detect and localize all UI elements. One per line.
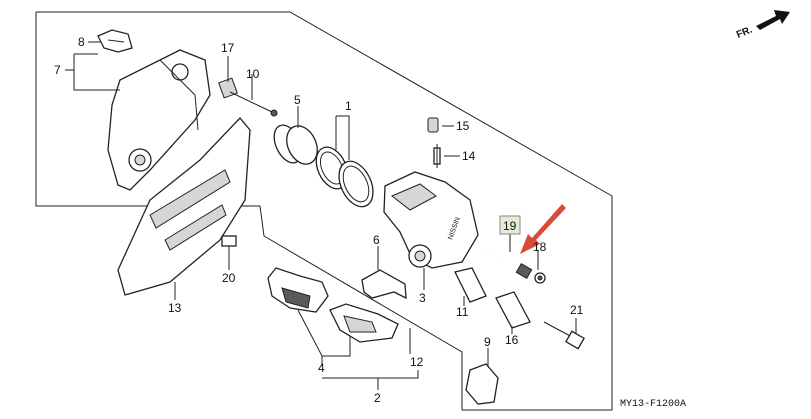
caliper-body: NISSIN <box>383 171 479 269</box>
callout-18: 18 <box>533 240 547 254</box>
callout-17: 17 <box>221 41 235 55</box>
highlight-arrow <box>520 204 566 254</box>
callout-7: 7 <box>54 63 61 77</box>
callout-1: 1 <box>345 99 352 113</box>
callout-6: 6 <box>373 233 380 247</box>
highlight-box-19 <box>499 215 521 235</box>
diagram-code: MY13-F1200A <box>620 399 686 410</box>
bleeder-parts <box>427 117 441 168</box>
callout-13: 13 <box>168 301 182 315</box>
caliper-piston <box>273 124 318 165</box>
callout-12: 12 <box>410 355 424 369</box>
assembly-outline <box>35 11 613 411</box>
callout-3: 3 <box>419 291 426 305</box>
pad-pin-plug <box>534 272 546 284</box>
pad-retainer-clip <box>97 29 133 53</box>
pad-pin-19 <box>483 249 533 280</box>
brake-pad-set <box>267 267 399 343</box>
cover-bolt <box>221 235 237 258</box>
callout-20: 20 <box>222 271 236 285</box>
pad-spring <box>361 269 407 300</box>
caliper-cover-plate <box>117 117 251 296</box>
highlight-marker <box>499 204 566 254</box>
callout-10: 10 <box>246 67 260 81</box>
front-label: FR. <box>735 24 754 40</box>
caliper-bolt <box>543 321 585 350</box>
callout-16: 16 <box>505 333 519 347</box>
callout-11: 11 <box>456 305 469 319</box>
callout-4: 4 <box>318 361 325 375</box>
piston-seal-set <box>315 146 374 208</box>
callout-14: 14 <box>462 149 476 163</box>
callout-5: 5 <box>294 93 301 107</box>
pin-bolt <box>218 77 278 117</box>
front-direction-indicator: FR. <box>735 10 790 41</box>
callout-19: 19 <box>503 219 517 233</box>
caliper-clip <box>465 363 499 405</box>
callout-numbers: 8 7 17 10 5 1 15 14 6 3 19 18 11 16 21 2… <box>54 35 584 405</box>
callout-8: 8 <box>78 35 85 49</box>
callout-leaders <box>65 41 577 390</box>
front-arrow-icon <box>756 10 790 30</box>
callout-9: 9 <box>484 335 491 349</box>
callout-21: 21 <box>570 303 584 317</box>
caliper-bracket <box>107 49 211 191</box>
callout-2: 2 <box>374 391 381 405</box>
callout-15: 15 <box>456 119 470 133</box>
pin-boots <box>454 267 531 329</box>
